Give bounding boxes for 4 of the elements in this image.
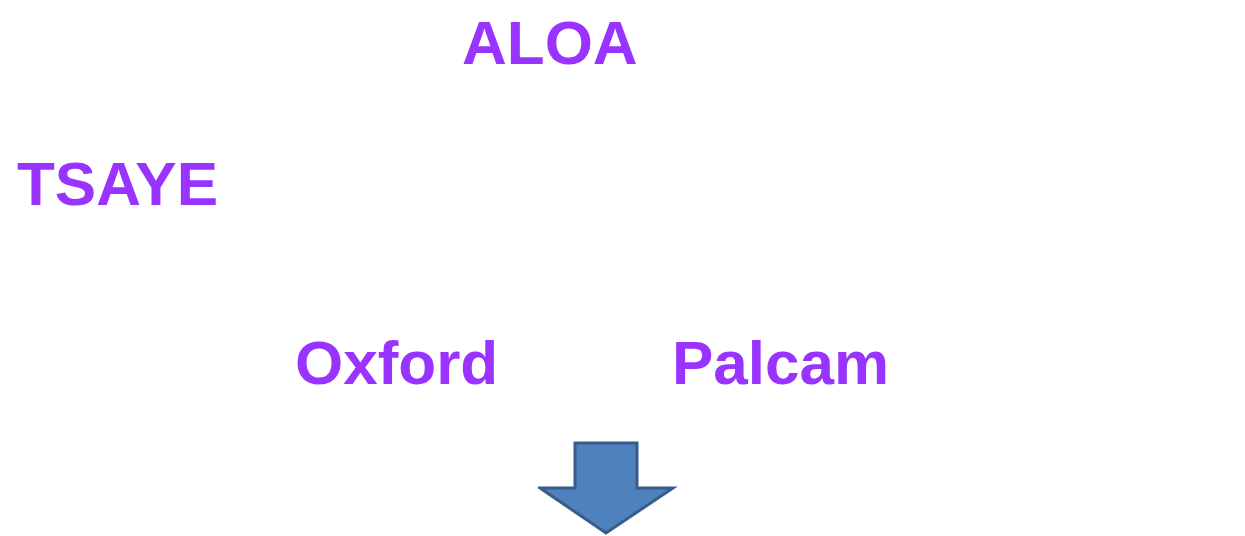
- medium-name: TSAYE: [17, 153, 218, 215]
- medium-name: ALOA: [462, 12, 638, 74]
- medium-name: Oxford: [295, 332, 499, 394]
- medium-name: Palcam: [672, 332, 890, 394]
